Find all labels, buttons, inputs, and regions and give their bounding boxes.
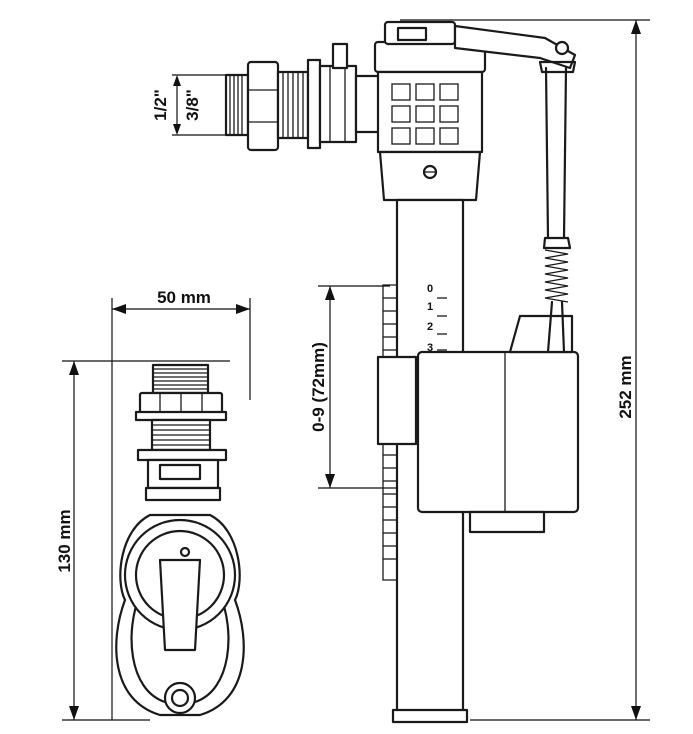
rod-top-clamp (538, 60, 577, 74)
dim-height-total: 252 mm (400, 19, 650, 721)
valve-cage-grid (391, 83, 459, 145)
bottom-lever-arm (158, 558, 202, 652)
inlet-coupler (354, 74, 382, 134)
lever-pivot (554, 40, 570, 56)
float-box (416, 350, 580, 514)
lever-rod-left (544, 66, 550, 240)
float-clip (376, 355, 418, 446)
inlet-locknut (318, 64, 358, 144)
thread-outer-label: 1/2" (151, 89, 170, 121)
inlet-nut (246, 60, 280, 152)
dim-adjust: 0-9 (72mm) (309, 285, 398, 489)
bottom-outlet-hole (170, 688, 190, 708)
bottom-view (115, 363, 245, 717)
side-view: 0 1 2 3 (224, 20, 580, 724)
scale-ticks (437, 297, 447, 351)
valve-cap-slot (396, 26, 428, 42)
bottom-thread-lines (153, 368, 208, 390)
rod-spring-cap (542, 236, 572, 250)
bottom-float-outer (115, 513, 245, 717)
rod-spring (544, 249, 569, 303)
bottom-collar (144, 486, 222, 502)
dim-thread: 1/2" 3/8" (151, 74, 226, 136)
float-arm-mount (508, 314, 574, 354)
bottom-flange (136, 448, 228, 462)
dim-width: 50 mm (111, 288, 251, 720)
inlet-washer (306, 58, 322, 150)
bottom-pivot-pin (179, 546, 191, 558)
scale-tick-1: 1 (427, 301, 433, 313)
tube-base (391, 708, 469, 724)
scale-tick-2: 2 (427, 321, 433, 333)
width-label: 50 mm (157, 288, 211, 307)
scale-tick-0: 0 (427, 283, 433, 295)
bottom-valve-slot (158, 463, 202, 481)
valve-screw (422, 164, 438, 180)
dim-height-small: 130 mm (55, 360, 230, 721)
valve-neck (378, 150, 482, 202)
valve-cage (376, 70, 484, 154)
bottom-outlet-ring (163, 681, 197, 715)
float-bottom-tab (468, 510, 546, 534)
lever-rod-right (562, 66, 568, 240)
inlet-clip (331, 42, 349, 70)
height-small-label: 130 mm (55, 509, 74, 572)
height-total-label: 252 mm (616, 355, 635, 418)
thread-inner-label: 3/8" (183, 89, 202, 121)
scale-tick-3: 3 (427, 342, 433, 354)
valve-lever (453, 24, 577, 70)
adjust-label: 0-9 (72mm) (309, 342, 328, 432)
inlet-thread-tip (224, 73, 250, 137)
bottom-washer (134, 410, 228, 422)
